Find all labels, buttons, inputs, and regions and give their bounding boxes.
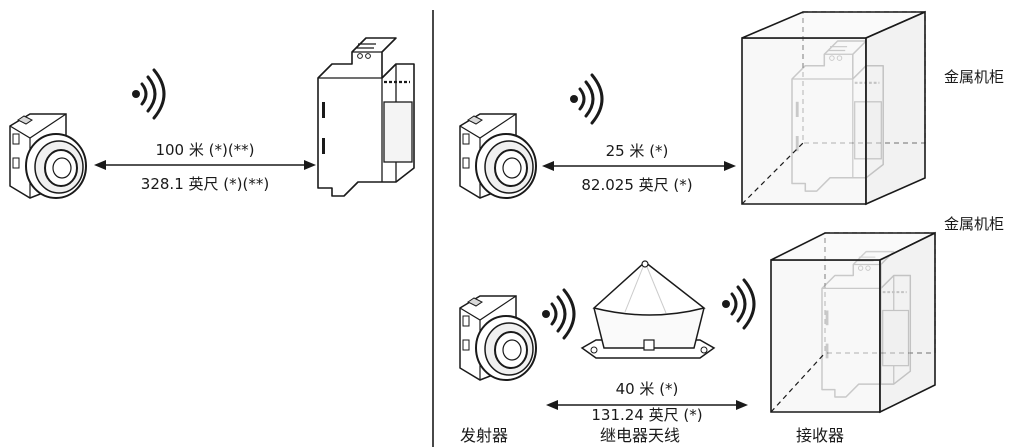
wireless-signal-icon <box>720 278 756 330</box>
pushbutton-transmitter-icon <box>9 113 87 199</box>
range-arrow <box>542 161 736 171</box>
distance-feet-label: 131.24 英尺 (*) <box>591 406 702 424</box>
pushbutton-transmitter-icon <box>459 295 537 381</box>
scenario-relay-antenna: 金属机柜 40 米 (*) 131.24 英尺 (*) <box>459 215 1004 424</box>
caption-relay-antenna: 继电器天线 <box>600 426 680 445</box>
enclosure-label: 金属机柜 <box>944 68 1004 86</box>
caption-receiver: 接收器 <box>796 426 844 445</box>
distance-meters-label: 100 米 (*)(**) <box>155 141 254 159</box>
wireless-signal-icon <box>130 68 166 120</box>
distance-meters-label: 40 米 (*) <box>616 380 679 398</box>
distance-meters-label: 25 米 (*) <box>606 142 669 160</box>
din-rail-receiver-icon <box>316 36 416 198</box>
relay-antenna-icon <box>580 260 716 359</box>
metal-cabinet-icon <box>770 231 936 414</box>
range-arrow <box>546 400 748 410</box>
enclosure-label: 金属机柜 <box>944 215 1004 233</box>
wireless-signal-icon <box>540 288 576 340</box>
metal-cabinet-icon <box>741 10 926 206</box>
scenario-metal-cabinet: 金属机柜 25 米 (*) 82.025 英尺 (*) <box>459 10 1004 206</box>
distance-feet-label: 82.025 英尺 (*) <box>581 176 692 194</box>
scenario-open-air: 100 米 (*)(**) 328.1 英尺 (*)(**) <box>9 36 416 199</box>
pushbutton-transmitter-icon <box>459 113 537 199</box>
distance-feet-label: 328.1 英尺 (*)(**) <box>141 175 269 193</box>
range-arrow <box>94 160 316 170</box>
wireless-signal-icon <box>568 73 604 125</box>
caption-transmitter: 发射器 <box>460 426 508 445</box>
